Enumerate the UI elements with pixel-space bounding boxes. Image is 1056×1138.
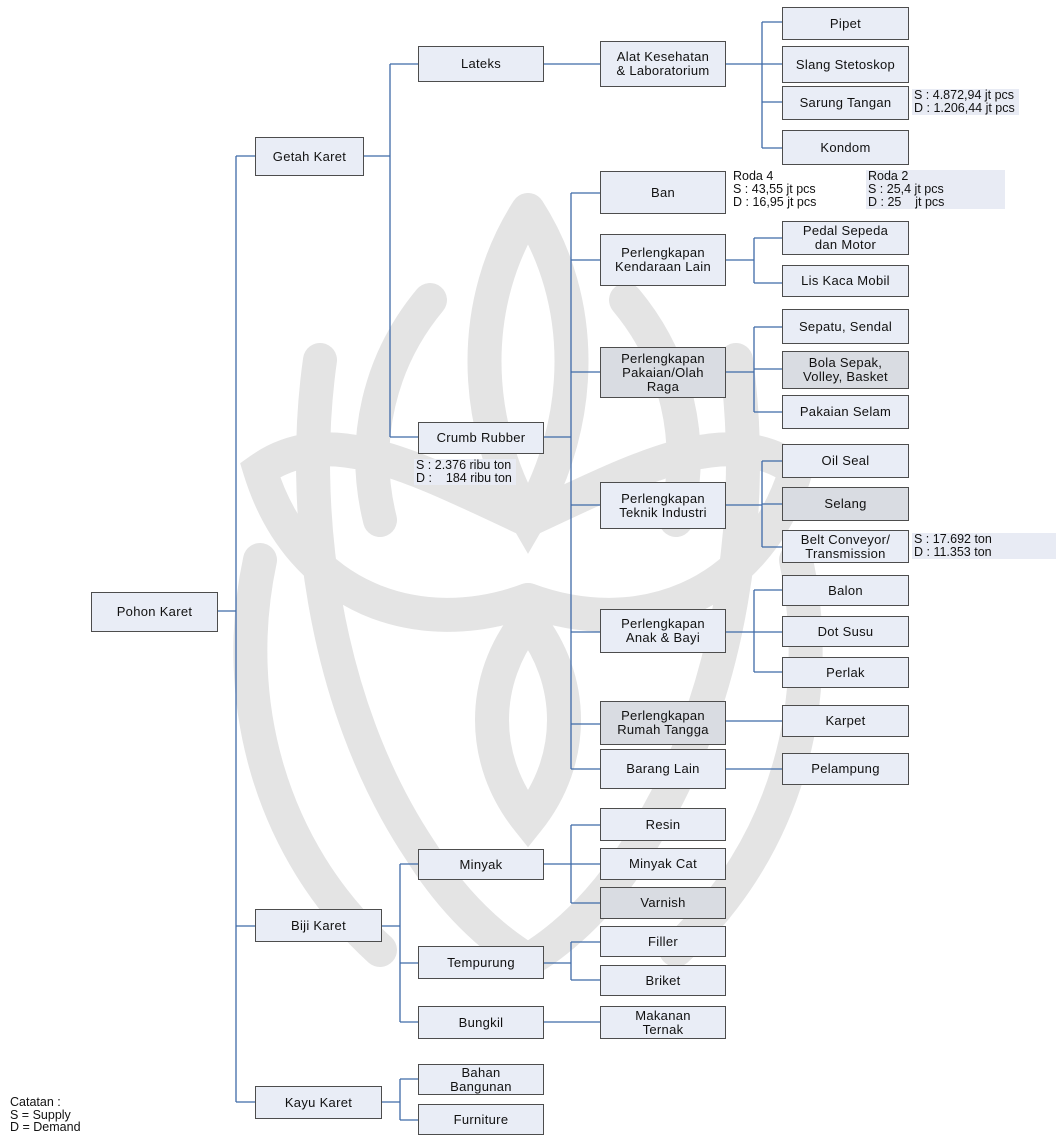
node-varnish: Varnish [600, 887, 726, 919]
node-karpet: Karpet [782, 705, 909, 737]
node-pedal: Pedal Sepeda dan Motor [782, 221, 909, 255]
node-minyak: Minyak [418, 849, 544, 880]
node-oil-seal: Oil Seal [782, 444, 909, 478]
node-dot-susu: Dot Susu [782, 616, 909, 647]
node-pakaian-selam: Pakaian Selam [782, 395, 909, 429]
node-slang-stetoskop: Slang Stetoskop [782, 46, 909, 83]
node-barang-lain: Barang Lain [600, 749, 726, 789]
node-pohon-karet: Pohon Karet [91, 592, 218, 632]
node-kayu-karet: Kayu Karet [255, 1086, 382, 1119]
node-minyak-cat: Minyak Cat [600, 848, 726, 880]
annotation-ban-roda4: Roda 4 S : 43,55 jt pcs D : 16,95 jt pcs [733, 169, 817, 209]
node-getah-karet: Getah Karet [255, 137, 364, 176]
node-makanan-ternak: Makanan Ternak [600, 1006, 726, 1039]
node-kendaraan-lain: Perlengkapan Kendaraan Lain [600, 234, 726, 286]
node-alat-kesehatan: Alat Kesehatan & Laboratorium [600, 41, 726, 87]
node-lateks: Lateks [418, 46, 544, 82]
node-teknik-industri: Perlengkapan Teknik Industri [600, 482, 726, 529]
node-balon: Balon [782, 575, 909, 606]
node-kondom: Kondom [782, 130, 909, 165]
node-briket: Briket [600, 965, 726, 996]
node-resin: Resin [600, 808, 726, 841]
annotation-ban-roda2: Roda 2 S : 25,4 jt pcs D : 25 jt pcs [866, 170, 1005, 209]
node-pelampung: Pelampung [782, 753, 909, 785]
node-belt-conveyor: Belt Conveyor/ Transmission [782, 530, 909, 563]
node-lis-kaca: Lis Kaca Mobil [782, 265, 909, 297]
node-sepatu: Sepatu, Sendal [782, 309, 909, 344]
node-sarung-tangan: Sarung Tangan [782, 86, 909, 120]
node-filler: Filler [600, 926, 726, 957]
node-pakaian-olahraga: Perlengkapan Pakaian/Olah Raga [600, 347, 726, 398]
node-bola: Bola Sepak, Volley, Basket [782, 351, 909, 389]
annotation-crumb-rubber: S : 2.376 ribu ton D : 184 ribu ton [414, 459, 516, 485]
node-pipet: Pipet [782, 7, 909, 40]
node-crumb-rubber: Crumb Rubber [418, 422, 544, 454]
node-furniture: Furniture [418, 1104, 544, 1135]
node-perlak: Perlak [782, 657, 909, 688]
node-selang: Selang [782, 487, 909, 521]
node-bungkil: Bungkil [418, 1006, 544, 1039]
node-bahan-bangunan: Bahan Bangunan [418, 1064, 544, 1095]
annotation-belt: S : 17.692 ton D : 11.353 ton [912, 533, 1056, 559]
annotation-sarung-tangan: S : 4.872,94 jt pcs D : 1.206,44 jt pcs [912, 89, 1019, 115]
node-ban: Ban [600, 171, 726, 214]
node-biji-karet: Biji Karet [255, 909, 382, 942]
node-tempurung: Tempurung [418, 946, 544, 979]
node-rumah-tangga: Perlengkapan Rumah Tangga [600, 701, 726, 745]
legend-catatan: Catatan : S = Supply D = Demand [10, 1095, 81, 1134]
node-anak-bayi: Perlengkapan Anak & Bayi [600, 609, 726, 653]
